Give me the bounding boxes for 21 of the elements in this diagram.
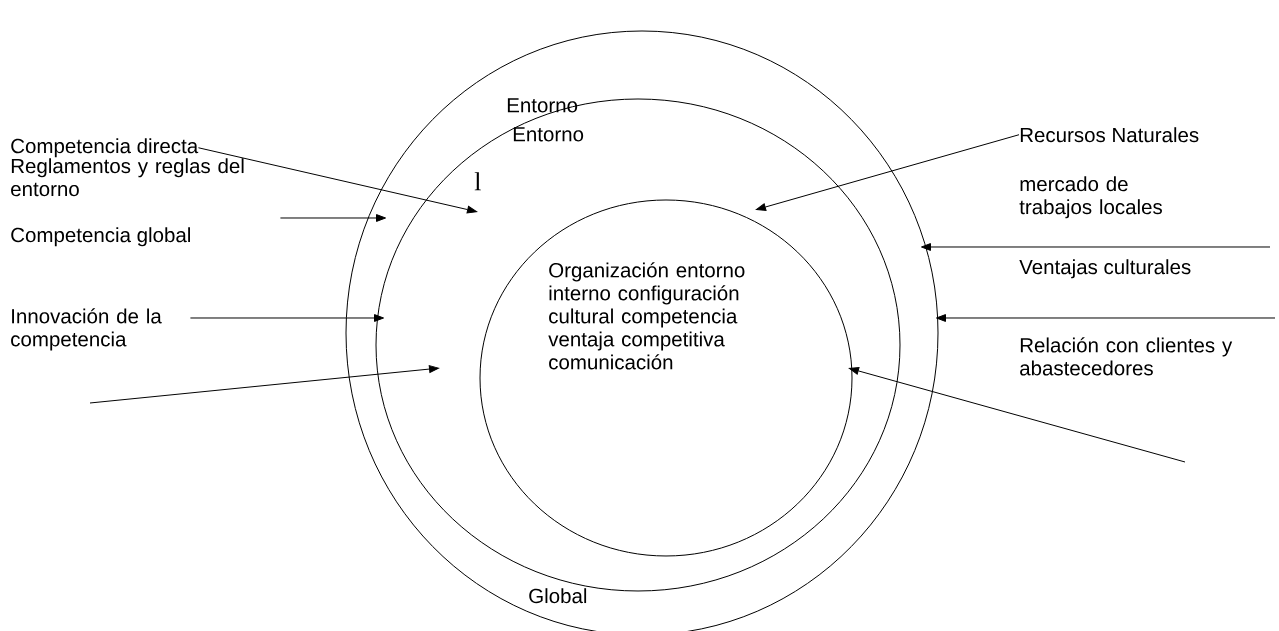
arrow bbox=[755, 134, 1020, 211]
factor-text: Innovación de la competencia bbox=[11, 308, 162, 351]
factor-text: Competencia global bbox=[11, 227, 190, 247]
marker-text: l bbox=[474, 172, 481, 191]
ellipse-label: Global bbox=[529, 588, 587, 604]
factor-text: Relación con clientes y abastecedores bbox=[1020, 337, 1233, 376]
factor-text: Ventajas culturales bbox=[1019, 259, 1191, 279]
arrow bbox=[189, 314, 385, 322]
factor-text: Competencia directa bbox=[11, 138, 199, 158]
factor-text: Recursos Naturales bbox=[1020, 127, 1199, 143]
arrow bbox=[935, 314, 1276, 322]
ellipse-label: Entorno bbox=[507, 98, 578, 113]
arrow bbox=[279, 214, 387, 222]
factor-text: Reglamentos y reglas del entorno bbox=[11, 158, 244, 197]
ellipse-label: Entorno bbox=[513, 127, 584, 142]
arrow bbox=[920, 243, 1271, 251]
arrow bbox=[848, 367, 1186, 463]
factor-text: mercado de trabajos locales bbox=[1019, 176, 1162, 219]
arrow bbox=[197, 147, 478, 214]
ellipse-label: Organización entorno interno configuración cultural competencia ventaja competitiva comunicación bbox=[548, 262, 745, 370]
arrow bbox=[89, 365, 440, 404]
